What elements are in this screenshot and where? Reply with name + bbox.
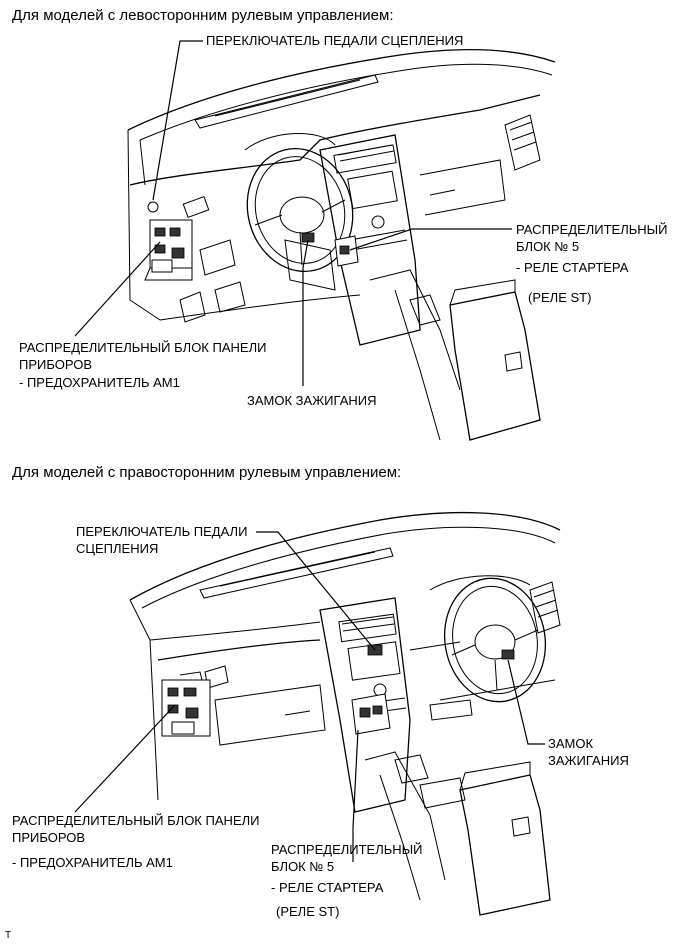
- rhd-clutch-switch-label-line2: СЦЕПЛЕНИЯ: [76, 541, 159, 556]
- rhd-dashboard-drawing: [129, 511, 561, 916]
- lhd-dashboard-drawing: [127, 49, 556, 441]
- lhd-instrument-panel-jb-label-line1: РАСПРЕДЕЛИТЕЛЬНЫЙ БЛОК ПАНЕЛИ: [19, 340, 267, 355]
- lhd-st-relay-label: (РЕЛЕ ST): [528, 290, 592, 305]
- rhd-clutch-switch-label-line1: ПЕРЕКЛЮЧАТЕЛЬ ПЕДАЛИ: [76, 524, 248, 539]
- lhd-leader-lines: [74, 40, 512, 386]
- rhd-starter-relay-label: - РЕЛЕ СТАРТЕРА: [271, 880, 384, 895]
- rhd-am1-fuse-label: - ПРЕДОХРАНИТЕЛЬ AM1: [12, 855, 173, 870]
- rhd-ignition-switch-label-line2: ЗАЖИГАНИЯ: [548, 753, 629, 768]
- rhd-ignition-switch-label-line1: ЗАМОК: [548, 736, 594, 751]
- rhd-leader-lines: [74, 531, 545, 862]
- lhd-junction-block-5-label-line1: РАСПРЕДЕЛИТЕЛЬНЫЙ: [516, 222, 668, 237]
- lhd-heading: Для моделей с левосторонним рулевым упра…: [12, 7, 394, 24]
- lhd-instrument-panel-jb-label-line2: ПРИБОРОВ: [19, 357, 93, 372]
- rhd-heading: Для моделей с правосторонним рулевым упр…: [12, 464, 402, 481]
- lhd-clutch-switch-label: ПЕРЕКЛЮЧАТЕЛЬ ПЕДАЛИ СЦЕПЛЕНИЯ: [206, 33, 464, 48]
- lhd-am1-fuse-label: - ПРЕДОХРАНИТЕЛЬ AM1: [19, 375, 180, 390]
- lhd-ignition-switch-label: ЗАМОК ЗАЖИГАНИЯ: [247, 393, 377, 408]
- rhd-junction-block-5-label-line2: БЛОК № 5: [271, 859, 335, 874]
- rhd-instrument-panel-jb-label-line2: ПРИБОРОВ: [12, 830, 86, 845]
- lhd-junction-block-5-label-line2: БЛОК № 5: [516, 239, 580, 254]
- footer-mark: T: [5, 930, 12, 941]
- rhd-st-relay-label: (РЕЛЕ ST): [276, 904, 340, 919]
- rhd-instrument-panel-jb-label-line1: РАСПРЕДЕЛИТЕЛЬНЫЙ БЛОК ПАНЕЛИ: [12, 813, 260, 828]
- lhd-starter-relay-label: - РЕЛЕ СТАРТЕРА: [516, 260, 629, 275]
- rhd-junction-block-5-label-line1: РАСПРЕДЕЛИТЕЛЬНЫЙ: [271, 842, 423, 857]
